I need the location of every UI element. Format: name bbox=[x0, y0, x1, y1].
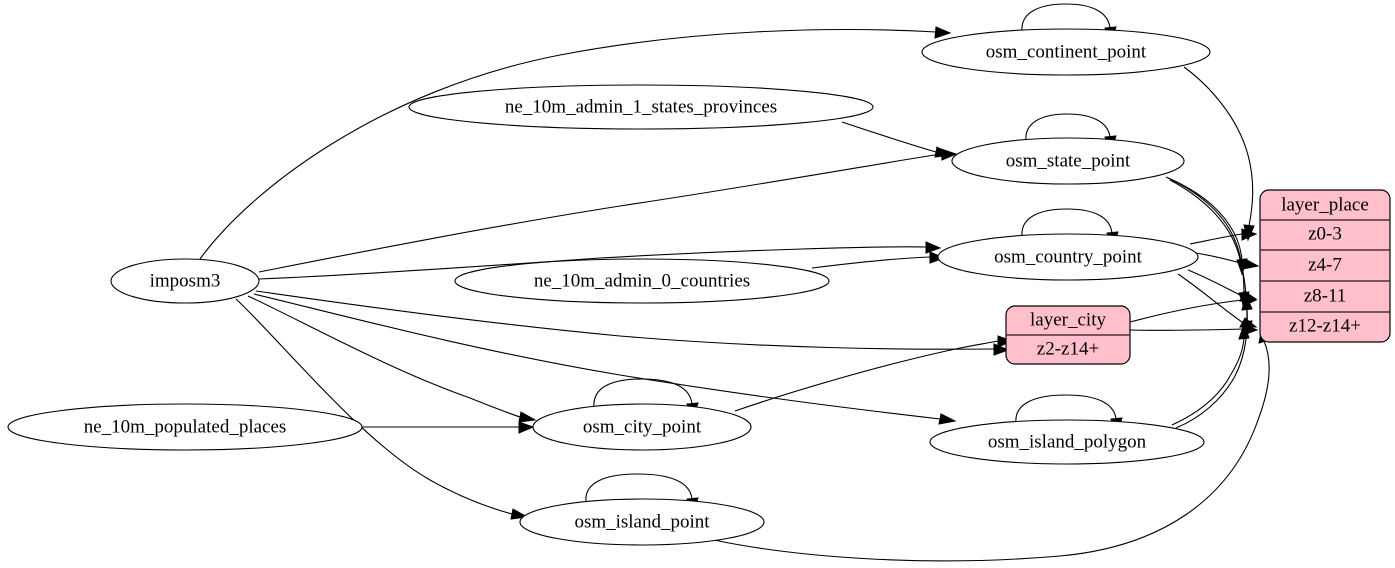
record-row-layer-place-1[interactable]: z4-7 bbox=[1308, 254, 1342, 275]
edge-osm_city_point-to-layer_city bbox=[734, 335, 1014, 412]
edge-imposm3-to-osm_continent_point bbox=[199, 26, 952, 260]
record-row-layer-city-0[interactable]: z2-z14+ bbox=[1037, 338, 1099, 359]
node-imposm3[interactable]: imposm3 bbox=[110, 258, 260, 304]
node-label-osm-continent-point: osm_continent_point bbox=[986, 41, 1147, 62]
record-title-layer-place: layer_place bbox=[1281, 194, 1369, 215]
node-label-osm-country-point: osm_country_point bbox=[994, 246, 1142, 267]
node-ne-10m-admin-0-countries[interactable]: ne_10m_admin_0_countries bbox=[454, 258, 830, 304]
edge-imposm3-to-osm_island_polygon bbox=[253, 293, 957, 425]
node-label-ne-populated-places: ne_10m_populated_places bbox=[84, 416, 287, 437]
record-node-layer-city[interactable]: layer_city z2-z14+ bbox=[1005, 305, 1131, 365]
edge-osm_island_polygon-to-layer_place-z8-11 bbox=[1175, 293, 1253, 429]
node-osm-state-point[interactable]: osm_state_point bbox=[951, 137, 1185, 185]
record-title-layer-city: layer_city bbox=[1030, 309, 1106, 330]
record-row-layer-place-3[interactable]: z12-z14+ bbox=[1289, 315, 1361, 336]
node-osm-island-point[interactable]: osm_island_point bbox=[519, 498, 765, 546]
node-label-imposm3: imposm3 bbox=[150, 270, 221, 291]
node-layer: imposm3 ne_10m_populated_places ne_10m_a… bbox=[7, 28, 1211, 546]
node-ne-10m-populated-places[interactable]: ne_10m_populated_places bbox=[7, 403, 363, 451]
edge-imposm3-to-osm_state_point bbox=[258, 148, 958, 273]
record-row-layer-place-2[interactable]: z8-11 bbox=[1304, 285, 1347, 306]
node-label-osm-island-polygon: osm_island_polygon bbox=[988, 431, 1147, 452]
edge-imposm3-to-osm_city_point bbox=[247, 295, 537, 423]
node-label-ne-admin0: ne_10m_admin_0_countries bbox=[534, 270, 750, 291]
record-row-layer-place-0[interactable]: z0-3 bbox=[1308, 223, 1342, 244]
node-label-ne-admin1: ne_10m_admin_1_states_provinces bbox=[505, 96, 777, 117]
node-osm-city-point[interactable]: osm_city_point bbox=[532, 403, 752, 451]
edge-osm_state_point-to-layer_place-z8-11 bbox=[1167, 177, 1250, 309]
edge-ne_admin0-to-osm_country_point bbox=[811, 251, 946, 269]
node-label-osm-island-point: osm_island_point bbox=[574, 511, 710, 532]
edge-ne_admin1-to-osm_state_point bbox=[841, 121, 953, 158]
node-osm-country-point[interactable]: osm_country_point bbox=[937, 233, 1199, 281]
node-label-osm-city-point: osm_city_point bbox=[583, 416, 702, 437]
record-node-layer-place[interactable]: layer_place z0-3 z4-7 z8-11 z12-z14+ bbox=[1259, 189, 1391, 343]
edge-osm_country_point-to-layer_place-z0-3 bbox=[1189, 228, 1258, 245]
node-label-osm-state-point: osm_state_point bbox=[1006, 150, 1131, 171]
node-osm-island-polygon[interactable]: osm_island_polygon bbox=[929, 419, 1205, 465]
edge-osm_island_polygon-to-layer_place-z12-z14 bbox=[1171, 322, 1250, 426]
edge-ne_populated-to-osm_city_point bbox=[362, 421, 535, 434]
edge-imposm3-to-osm_country_point bbox=[258, 241, 942, 280]
edge-osm_country_point-to-layer_place-z4-7 bbox=[1195, 252, 1260, 270]
record-layer: layer_city z2-z14+ layer_place z0-3 z4-7… bbox=[1005, 189, 1391, 365]
edge-layer_city-to-layer_place-z12-z14 bbox=[1129, 323, 1259, 336]
node-ne-10m-admin-1-states-provinces[interactable]: ne_10m_admin_1_states_provinces bbox=[408, 84, 874, 130]
node-osm-continent-point[interactable]: osm_continent_point bbox=[921, 28, 1211, 76]
